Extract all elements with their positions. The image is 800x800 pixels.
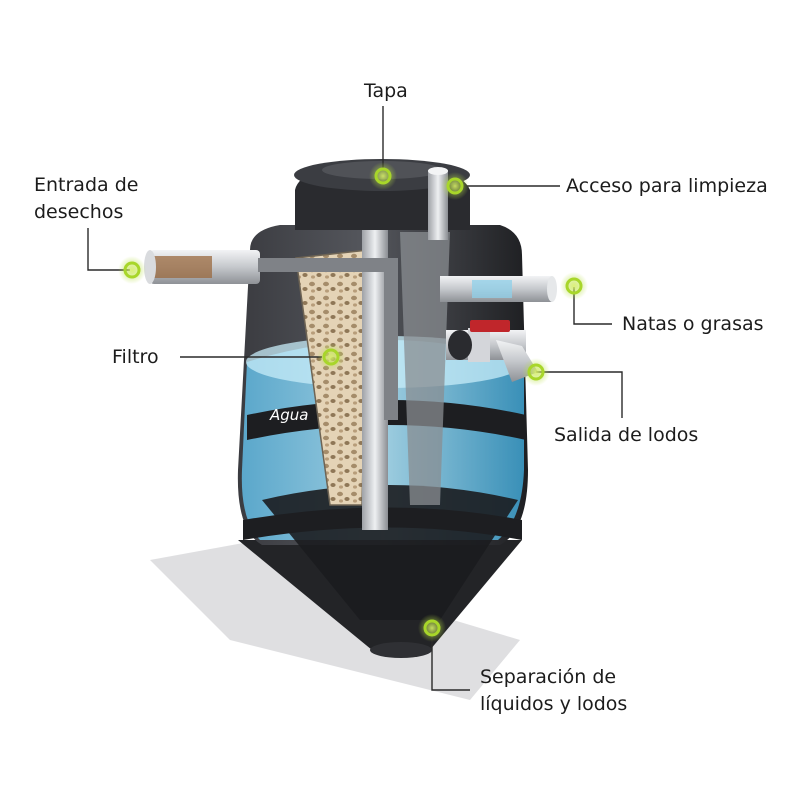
scum-pipe-content xyxy=(472,280,512,298)
tank-base-foot xyxy=(370,642,432,658)
label-entrada-line1: Entrada de xyxy=(34,174,139,196)
sludge-valve-body xyxy=(468,328,490,362)
label-acceso: Acceso para limpieza xyxy=(566,175,768,197)
sludge-valve-handle xyxy=(470,320,510,332)
callout-line-salida xyxy=(536,371,623,418)
label-salida: Salida de lodos xyxy=(554,424,699,446)
marker-natas xyxy=(560,272,588,300)
label-separacion-line1: Separación de xyxy=(480,666,617,688)
callout-line-separacion xyxy=(431,628,470,691)
callout-line-entrada xyxy=(87,228,130,271)
marker-filtro xyxy=(317,343,345,371)
marker-acceso xyxy=(441,172,469,200)
marker-tapa xyxy=(369,162,397,190)
access-pipe-mouth xyxy=(428,167,448,175)
inner-divider xyxy=(400,232,450,505)
inlet-pipe-content xyxy=(150,256,212,278)
inlet-pipe-end xyxy=(144,250,156,284)
inlet-elbow xyxy=(258,258,398,420)
marker-salida xyxy=(522,358,550,386)
marker-separacion xyxy=(418,614,446,642)
floor-shadow xyxy=(150,540,520,700)
label-filtro: Filtro xyxy=(112,346,159,368)
sludge-pipe-flange xyxy=(448,330,472,360)
water-label: Agua xyxy=(269,406,308,424)
label-tapa: Tapa xyxy=(364,80,408,102)
callout-markers xyxy=(118,162,588,642)
marker-entrada xyxy=(118,256,146,284)
label-entrada-line2: desechos xyxy=(34,201,124,223)
callout-lines xyxy=(87,106,623,691)
scum-pipe-end xyxy=(547,276,557,302)
label-separacion-line2: líquidos y lodos xyxy=(480,693,628,715)
label-natas: Natas o grasas xyxy=(622,313,764,335)
